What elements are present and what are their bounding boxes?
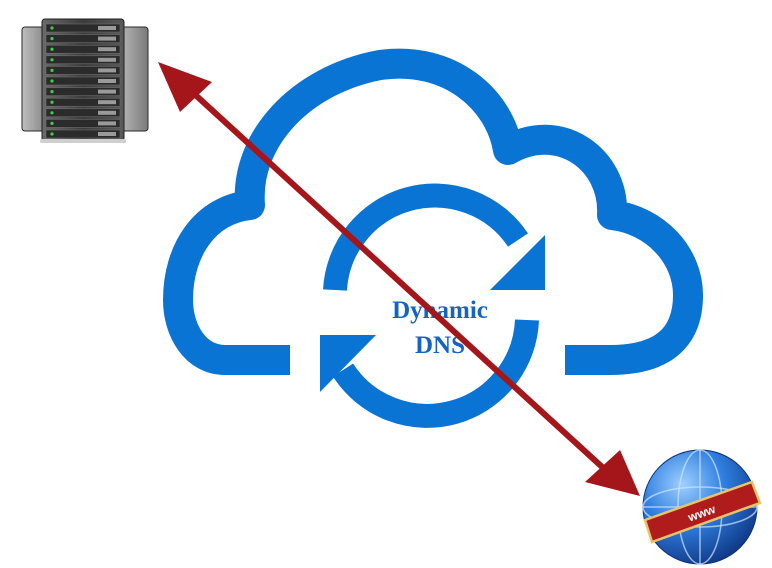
server-bay — [98, 100, 116, 105]
server-slot — [45, 97, 121, 107]
server-slot — [45, 129, 121, 139]
server-slot — [45, 76, 121, 86]
server-led — [50, 111, 54, 115]
server-bay — [98, 47, 116, 52]
server-bay — [98, 26, 116, 30]
server-slot — [45, 87, 121, 96]
server-led — [50, 121, 54, 125]
server-rack-icon — [21, 18, 149, 143]
server-bay — [98, 68, 116, 73]
server-bay — [98, 89, 116, 94]
server-led — [50, 68, 54, 72]
server-slot — [45, 119, 121, 128]
server-led — [50, 26, 54, 30]
server-led — [50, 90, 54, 94]
server-slot — [45, 23, 121, 33]
server-led — [50, 132, 54, 136]
server-led — [50, 47, 54, 51]
server-bay — [98, 132, 116, 136]
server-bay — [98, 36, 116, 41]
sync-arrows-icon — [320, 183, 545, 428]
server-led — [50, 79, 54, 83]
server-slot — [45, 55, 121, 65]
server-led — [50, 37, 54, 41]
cloud-icon — [163, 48, 703, 375]
server-slot — [45, 34, 121, 43]
server-led — [50, 58, 54, 62]
server-led — [50, 100, 54, 104]
server-slot — [45, 66, 121, 75]
server-slot — [45, 44, 121, 54]
server-bay — [98, 121, 116, 126]
server-slot — [45, 108, 121, 118]
server-bay — [98, 79, 116, 83]
www-globe-icon: www — [642, 449, 762, 565]
server-bay — [98, 110, 116, 115]
server-bay — [98, 57, 116, 62]
double-headed-arrow-icon — [158, 62, 640, 496]
